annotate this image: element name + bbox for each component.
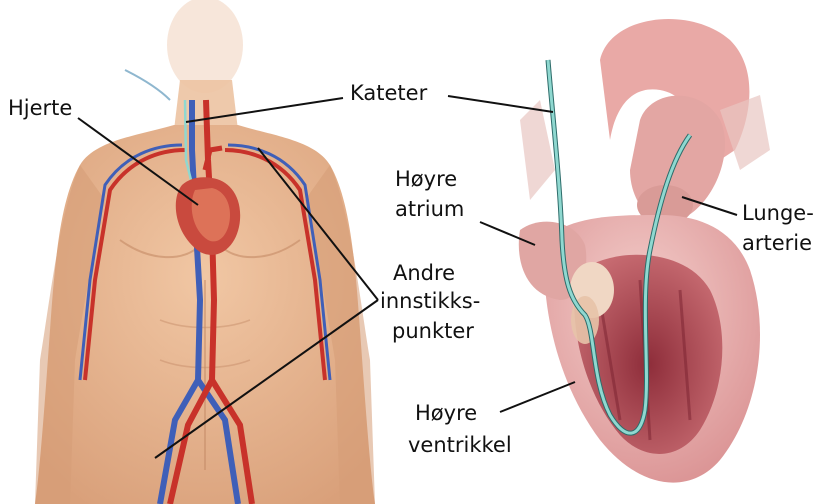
label-insertion-line1: Andre [393,260,455,286]
label-insertion-line3: punkter [392,318,474,344]
leader-right-ventricle [500,382,575,412]
label-heart: Hjerte [8,95,72,121]
label-insertion-line2: innstikks- [380,288,480,314]
label-pulmonary-line1: Lunge- [742,200,814,226]
label-pulmonary-line2: arterie [742,230,812,256]
label-catheter: Kateter [350,80,427,106]
label-right-atrium-line2: atrium [395,196,464,222]
label-right-ventricle-line2: ventrikkel [408,432,512,458]
heart-cross-section [519,19,770,483]
label-right-ventricle-line1: Høyre [415,400,477,426]
label-right-atrium-line1: Høyre [395,166,457,192]
